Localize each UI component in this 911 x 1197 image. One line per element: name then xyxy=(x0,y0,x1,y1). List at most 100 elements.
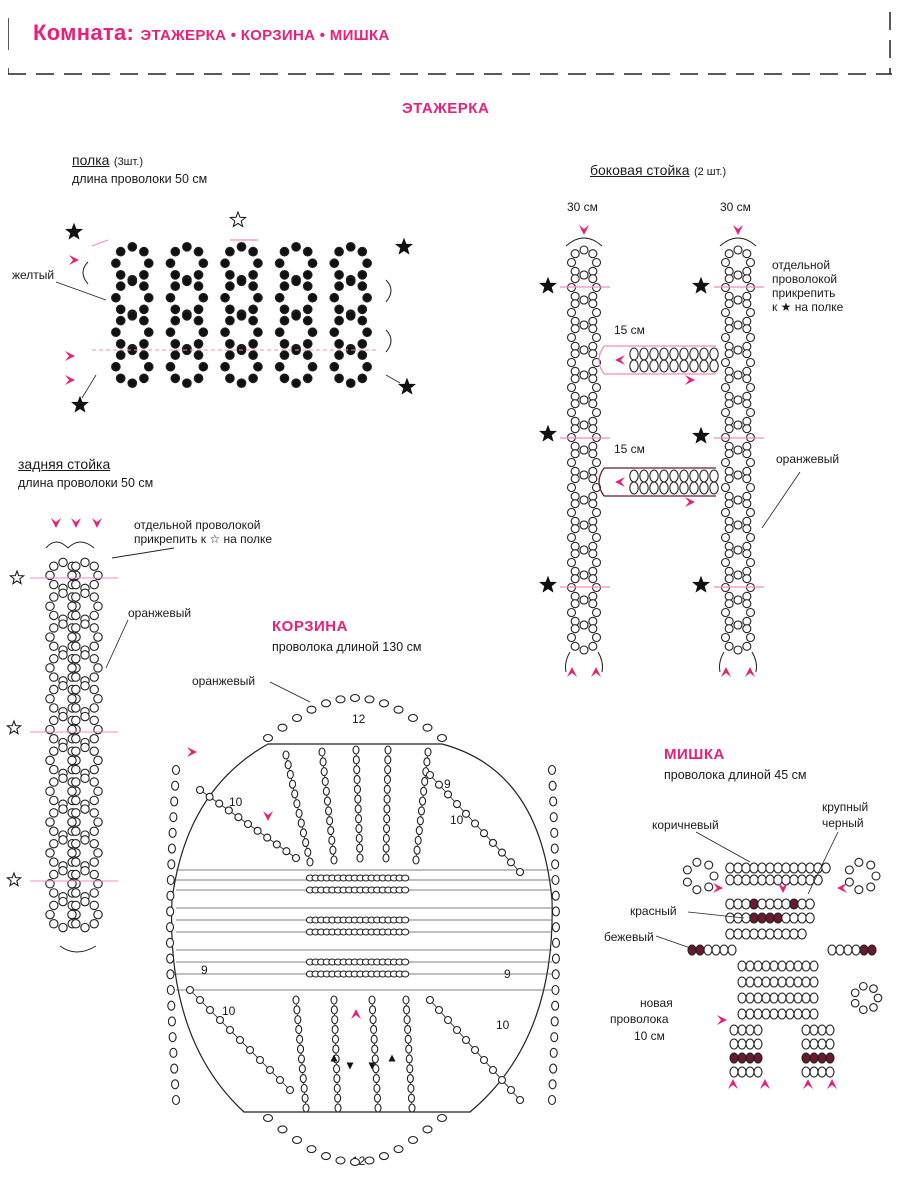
count-mid-left: 9 xyxy=(201,963,208,977)
mishka-new-wire-label-2: проволока xyxy=(610,1012,669,1026)
rung-bead xyxy=(699,469,709,483)
rung-bead xyxy=(639,481,649,495)
shelf-bead xyxy=(170,373,181,384)
bear-bead xyxy=(805,862,815,874)
count-lower-right: 10 xyxy=(496,1018,510,1032)
shelf-bead xyxy=(334,373,344,384)
bokovaya-note: отдельной проволокой прикрепить к ★ на п… xyxy=(772,258,882,314)
side-post-bead xyxy=(566,332,577,343)
spoke-bead xyxy=(353,765,361,775)
side-post-bead xyxy=(742,574,752,584)
basket-side-bead xyxy=(551,953,560,964)
side-post-bead xyxy=(579,345,589,355)
post-bead xyxy=(58,865,68,876)
bear-bead xyxy=(781,912,791,924)
bear-arm-bead xyxy=(851,944,861,956)
bear-body-bead xyxy=(769,976,779,988)
rung-bead xyxy=(699,481,709,495)
spoke-bead xyxy=(368,1005,377,1015)
pink-arrow-icon xyxy=(187,747,197,757)
post-bead xyxy=(67,909,77,920)
post-bead xyxy=(58,711,68,722)
side-post-bead xyxy=(733,370,743,380)
bear-bead xyxy=(725,898,735,910)
basket-center-bead xyxy=(401,916,410,924)
spoke-bead xyxy=(384,755,392,765)
post-bead xyxy=(45,878,55,889)
shelf-bead xyxy=(307,292,318,303)
post-bead xyxy=(71,623,81,633)
pink-arrow-icon xyxy=(567,667,577,677)
post-bead xyxy=(80,922,90,933)
bear-arm-bead xyxy=(695,944,705,956)
basket-side-bead xyxy=(167,843,176,854)
filled-star-icon xyxy=(539,424,557,442)
shelf-bead xyxy=(115,304,126,315)
side-post-bead xyxy=(742,249,752,259)
mishka-brown-label: коричневый xyxy=(652,818,719,832)
bear-leg-bead xyxy=(809,1038,819,1050)
pink-arrow-icon xyxy=(51,518,61,528)
side-post-bead xyxy=(742,549,752,559)
basket-rim-bead xyxy=(407,713,419,723)
basket-rim-bead xyxy=(422,723,433,732)
filled-star-icon: ★ xyxy=(780,300,792,314)
side-post-bead xyxy=(579,495,589,505)
bear-leg-bead xyxy=(745,1038,755,1050)
spoke-bead xyxy=(265,1065,275,1075)
zadnyaya-color-label: оранжевый xyxy=(128,606,192,620)
spoke-bead xyxy=(415,825,423,836)
side-post-bead xyxy=(566,407,577,418)
post-bead xyxy=(49,764,59,775)
bear-ear-bead xyxy=(692,885,702,895)
bear-body-bead xyxy=(745,1008,755,1020)
rung-bead xyxy=(639,359,649,373)
bear-bead xyxy=(797,898,807,910)
side-post-bead xyxy=(579,570,589,580)
korzina-wire: проволока длиной 130 см xyxy=(272,640,422,654)
post-bead xyxy=(80,680,90,691)
spoke-bead xyxy=(332,1064,341,1074)
bear-side-bead xyxy=(873,993,883,1003)
spoke-bead xyxy=(406,1073,414,1084)
post-bead xyxy=(45,786,55,796)
spoke-bead xyxy=(383,774,392,785)
side-post-bead xyxy=(720,507,731,518)
spoke-bead xyxy=(369,1015,377,1025)
shelf-bead xyxy=(248,373,258,384)
leader-line xyxy=(55,281,107,301)
spoke-bead xyxy=(403,1015,411,1025)
bear-leg-bead xyxy=(745,1066,755,1078)
side-post-bead xyxy=(724,349,734,359)
side-post-bead xyxy=(570,549,580,559)
count-upper-left: 10 xyxy=(229,795,243,809)
basket-rim-bead xyxy=(291,713,303,723)
spoke-bead xyxy=(205,1005,215,1015)
spoke-bead xyxy=(302,1103,310,1113)
spoke-bead xyxy=(488,1065,498,1075)
basket-side-bead xyxy=(551,1000,560,1011)
post-bead xyxy=(80,650,90,660)
post-bead xyxy=(80,619,90,629)
side-post-bead xyxy=(724,374,734,384)
shelf-bead xyxy=(193,304,204,315)
filled-star-icon xyxy=(65,222,83,240)
post-bead xyxy=(71,900,81,911)
spoke-bead xyxy=(297,818,305,828)
bear-bead xyxy=(757,898,767,910)
mishka-new-wire-label-3: 10 см xyxy=(634,1029,665,1043)
shelf-bead xyxy=(236,310,247,321)
shelf-bead xyxy=(225,339,235,349)
spoke-bead xyxy=(406,1064,414,1074)
basket-side-bead xyxy=(549,812,558,823)
spoke-bead xyxy=(402,995,410,1005)
side-post-bead xyxy=(588,399,598,409)
rung-upper-length: 15 см xyxy=(614,323,645,337)
side-post-bead xyxy=(588,499,598,509)
spoke-bead xyxy=(205,792,214,801)
shelf-bead xyxy=(329,258,340,269)
post-bead xyxy=(89,579,99,590)
side-post-bead xyxy=(566,557,577,568)
basket-rim-bead xyxy=(436,1113,448,1123)
side-post-bead xyxy=(588,349,598,359)
